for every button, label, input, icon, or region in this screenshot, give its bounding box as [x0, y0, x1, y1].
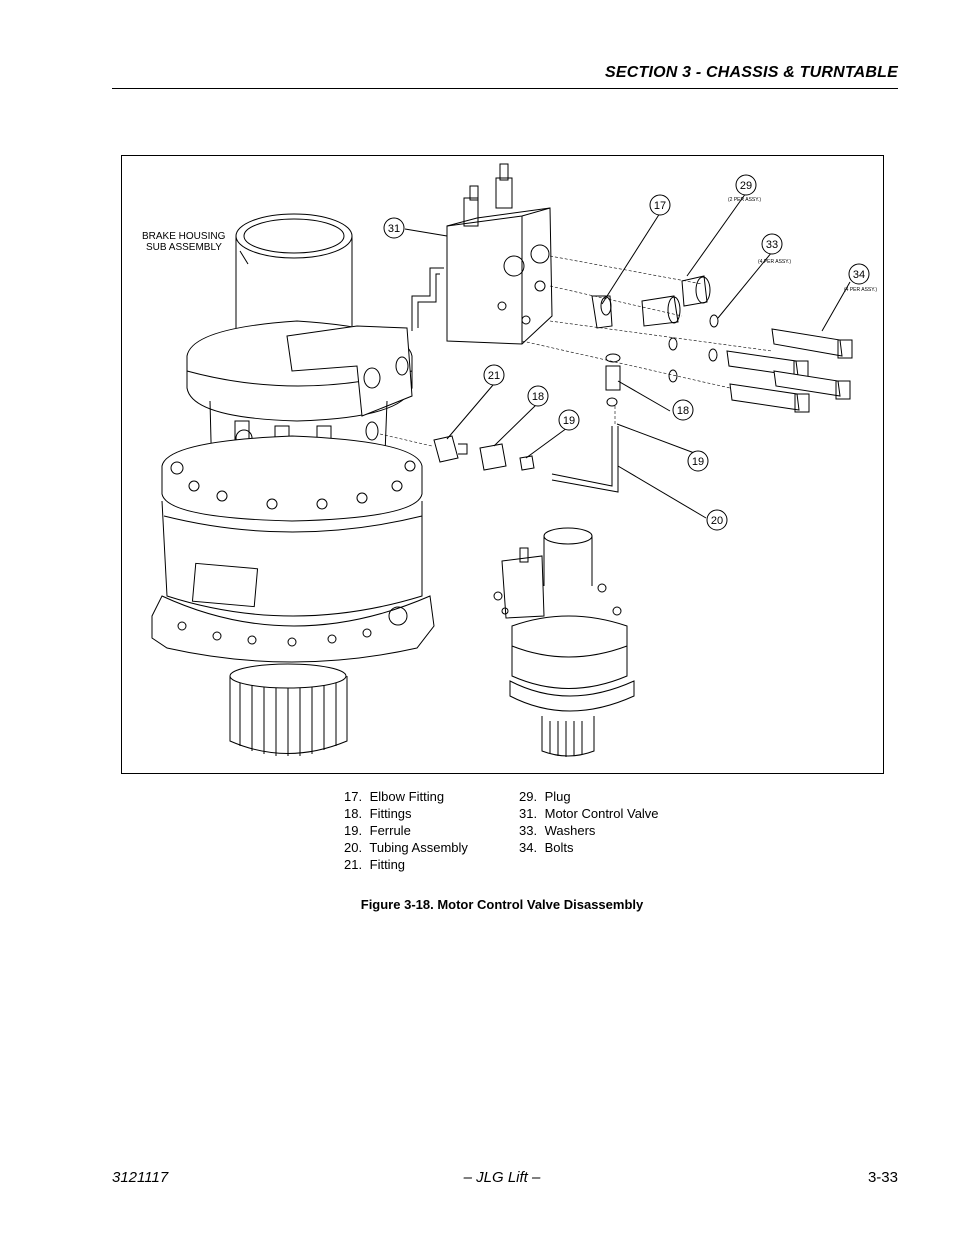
- callout-20: 20: [711, 515, 723, 527]
- assembled-view-drawing: [493, 527, 635, 757]
- brake-label-line1: BRAKE HOUSING: [142, 231, 226, 242]
- legend-number: 19.: [344, 823, 363, 838]
- legend-item: 29. Plug: [519, 788, 659, 805]
- fittings-drawing: [379, 255, 853, 493]
- section-title: SECTION 3 - CHASSIS & TURNTABLE: [604, 64, 898, 81]
- callout-29: 29: [740, 180, 752, 192]
- callout-21: 21: [488, 370, 500, 382]
- legend-label: Bolts: [544, 840, 574, 855]
- footer-page-number: 3-33: [867, 1169, 898, 1186]
- footer-doc-number: 3121117: [112, 1169, 169, 1186]
- callout-18-left: 18: [532, 391, 544, 403]
- brake-housing-drawing: [151, 213, 435, 756]
- motor-control-valve-drawing: [411, 163, 553, 345]
- legend-item: 18. Fittings: [344, 805, 468, 822]
- callout-34: 34: [853, 269, 865, 281]
- legend-item: 19. Ferrule: [344, 822, 468, 839]
- legend-item: 34. Bolts: [519, 839, 659, 856]
- brake-label-leader: [239, 250, 249, 265]
- callout-leaders: [404, 192, 851, 519]
- callout-33: 33: [766, 239, 778, 251]
- callout-17: 17: [654, 200, 666, 212]
- callout-31: 31: [388, 223, 400, 235]
- callout-18-right: 18: [677, 405, 689, 417]
- legend-number: 20.: [344, 840, 363, 855]
- footer-center-text: – JLG Lift –: [463, 1169, 541, 1186]
- legend-label: Ferrule: [369, 823, 411, 838]
- callout-29-note: (2 PER ASSY.): [728, 197, 761, 203]
- callout-33-note: (4 PER ASSY.): [758, 259, 791, 265]
- legend-label: Fitting: [369, 857, 406, 872]
- legend-label: Elbow Fitting: [369, 789, 445, 804]
- legend-number: 17.: [344, 789, 363, 804]
- legend-right-column: 29. Plug 31. Motor Control Valve 33. Was…: [519, 788, 659, 856]
- legend-label: Motor Control Valve: [544, 806, 659, 821]
- brake-label-line2: SUB ASSEMBLY: [146, 242, 222, 253]
- legend-label: Tubing Assembly: [369, 840, 468, 855]
- legend-label: Plug: [544, 789, 571, 804]
- legend-item: 21. Fitting: [344, 856, 468, 873]
- legend-number: 18.: [344, 806, 363, 821]
- legend-item: 33. Washers: [519, 822, 659, 839]
- legend-item: 20. Tubing Assembly: [344, 839, 468, 856]
- legend-number: 29.: [519, 789, 538, 804]
- figure-caption: Figure 3-18. Motor Control Valve Disasse…: [360, 897, 644, 912]
- figure-frame: BRAKE HOUSING SUB ASSEMBLY 31 17 29 33 3…: [121, 155, 884, 774]
- callout-19-right: 19: [692, 456, 704, 468]
- header-divider: [112, 88, 898, 89]
- legend-number: 33.: [519, 823, 538, 838]
- legend-item: 17. Elbow Fitting: [344, 788, 468, 805]
- legend-left-column: 17. Elbow Fitting 18. Fittings 19. Ferru…: [344, 788, 468, 873]
- legend-item: 31. Motor Control Valve: [519, 805, 659, 822]
- legend-number: 21.: [344, 857, 363, 872]
- exploded-diagram: BRAKE HOUSING SUB ASSEMBLY 31 17 29 33 3…: [142, 163, 877, 757]
- legend-label: Fittings: [369, 806, 412, 821]
- callout-19-left: 19: [563, 415, 575, 427]
- callout-34-note: (4 PER ASSY.): [844, 287, 877, 293]
- legend-number: 34.: [519, 840, 538, 855]
- legend-number: 31.: [519, 806, 538, 821]
- callout-bubbles: [383, 174, 870, 531]
- legend-label: Washers: [544, 823, 596, 838]
